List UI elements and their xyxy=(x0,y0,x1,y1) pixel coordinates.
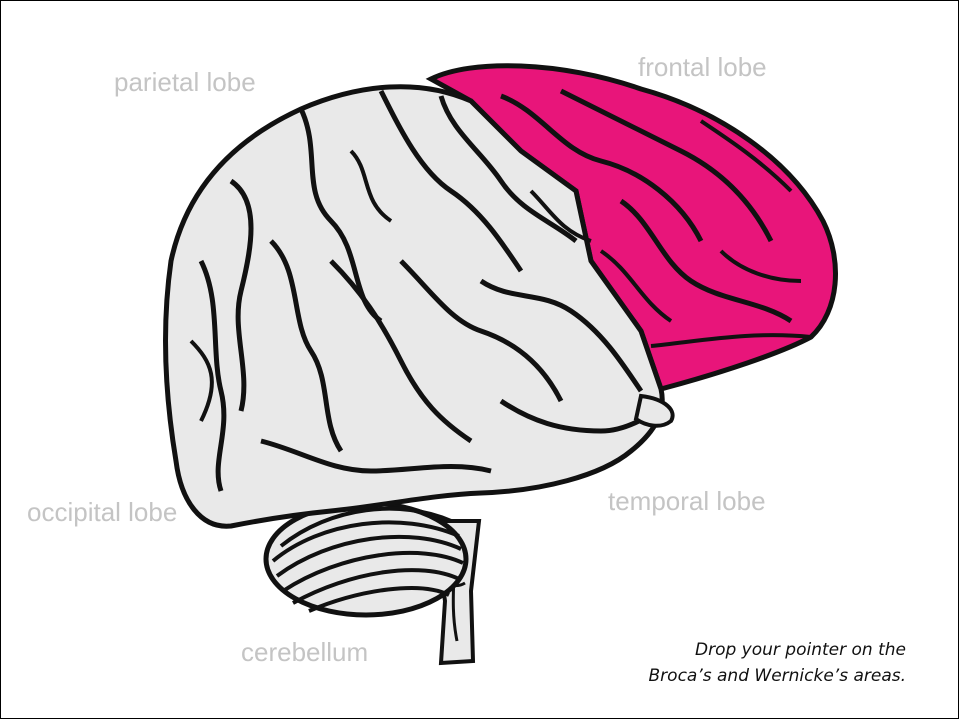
temporal-lobe-label: temporal lobe xyxy=(608,486,766,517)
instruction-text: Drop your pointer on the Broca’s and Wer… xyxy=(649,637,906,689)
cerebellum[interactable] xyxy=(266,503,466,615)
cerebellum-label: cerebellum xyxy=(241,637,368,668)
parietal-lobe-label: parietal lobe xyxy=(114,67,256,98)
instruction-line-1: Drop your pointer on the xyxy=(649,637,906,663)
instruction-line-2: Broca’s and Wernicke’s areas. xyxy=(649,663,906,689)
frontal-lobe-label: frontal lobe xyxy=(638,52,767,83)
temporal-pole[interactable] xyxy=(636,396,673,426)
occipital-lobe-label: occipital lobe xyxy=(27,497,177,528)
